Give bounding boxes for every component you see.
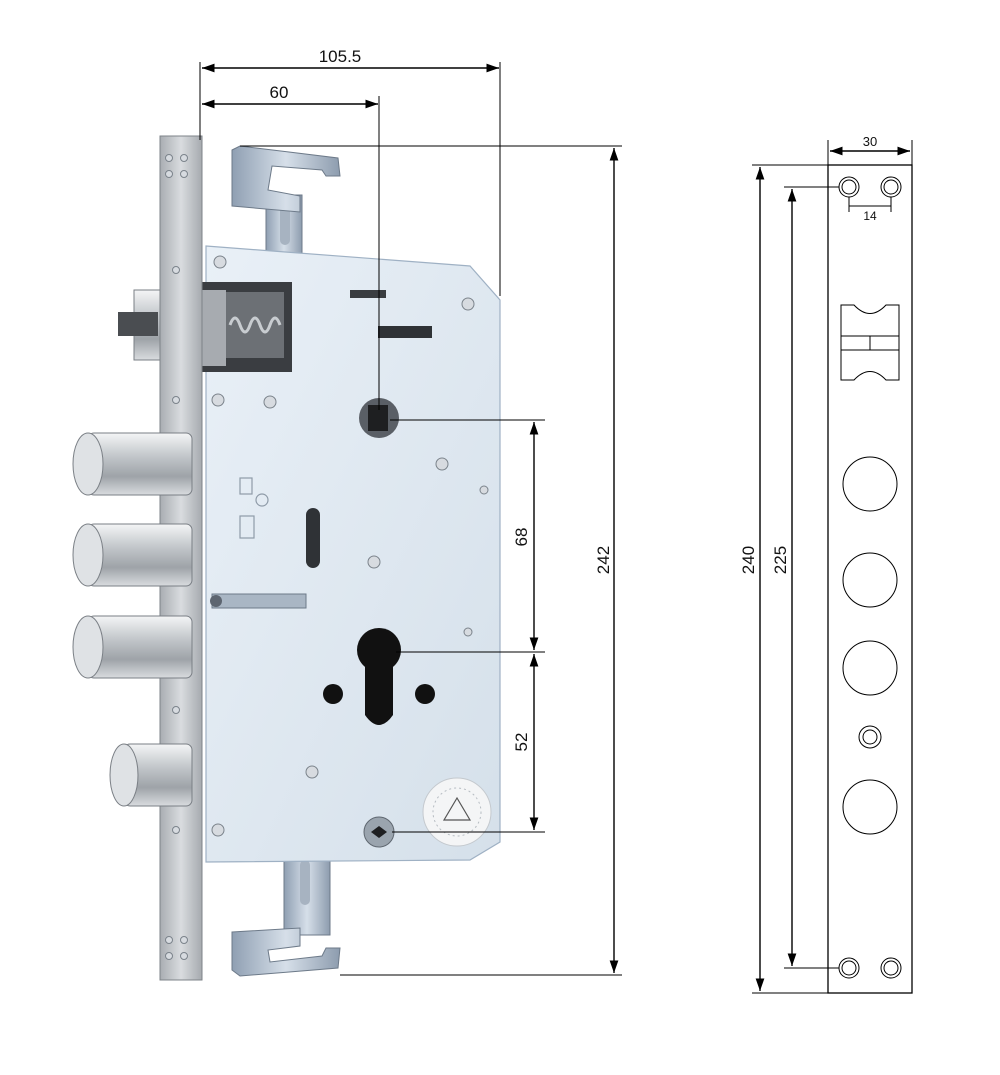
embossed-logo <box>239 477 269 539</box>
top-slot <box>350 290 386 298</box>
deadbolt-4 <box>109 743 193 807</box>
deadbolt-hole-1 <box>842 456 898 512</box>
lock-body-dimensions: 105.5 60 242 68 52 <box>199 47 622 976</box>
faceplate-drawing <box>827 164 913 994</box>
deadbolt-hole-3 <box>842 640 898 696</box>
linkage-pivot <box>210 595 222 607</box>
cylinder-cutout <box>323 628 435 725</box>
backset-label: 60 <box>270 83 289 102</box>
deadbolt-hole-4 <box>842 779 898 835</box>
faceplate-screws <box>165 154 188 960</box>
screw-hole <box>858 725 882 749</box>
hole-spacing-label: 14 <box>863 209 877 223</box>
deadbolt-2 <box>72 523 193 587</box>
case-plate <box>205 245 501 863</box>
overall-width-label: 105.5 <box>319 47 362 66</box>
certification-seal <box>422 777 492 847</box>
top-hook-latch <box>231 145 341 256</box>
faceplate-length-label: 240 <box>739 546 758 574</box>
deadbolts <box>72 432 193 807</box>
cylinder-to-lower-spindle-label: 52 <box>512 733 531 752</box>
linkage-bar <box>211 593 307 609</box>
spindle-to-cylinder-label: 68 <box>512 528 531 547</box>
lock-body <box>72 135 501 981</box>
deadbolt-hole-2 <box>842 552 898 608</box>
faceplate-width-label: 30 <box>863 134 877 149</box>
bottom-mount-holes <box>838 957 902 979</box>
lever-slot <box>306 508 320 568</box>
lower-spindle <box>363 816 395 848</box>
latch-opening <box>840 304 900 381</box>
mount-center-distance-label: 225 <box>771 546 790 574</box>
deadbolt-1 <box>72 432 193 496</box>
faceplate-outline <box>827 164 913 994</box>
latch-mechanism <box>200 282 292 372</box>
auxiliary-slot <box>378 326 432 338</box>
upper-spindle <box>359 398 399 438</box>
deadbolt-3 <box>72 615 193 679</box>
height-label: 242 <box>594 546 613 574</box>
faceplate-dimensions: 30 14 240 225 <box>739 134 913 994</box>
case-screws <box>211 255 489 837</box>
